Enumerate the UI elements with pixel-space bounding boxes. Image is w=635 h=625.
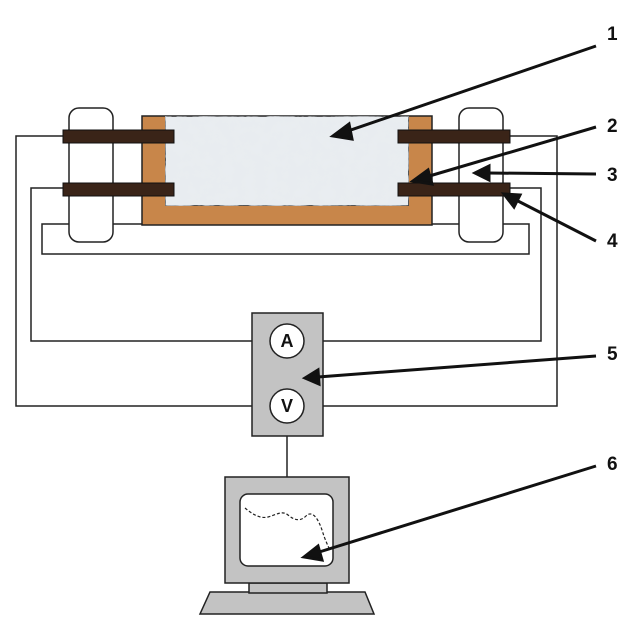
electrode-left-bottom bbox=[62, 182, 175, 197]
ammeter: A bbox=[269, 323, 305, 359]
computer-stand bbox=[248, 582, 328, 594]
callout-arrowhead-2 bbox=[409, 167, 435, 186]
callout-label-3: 3 bbox=[607, 165, 618, 186]
callout-arrow-3 bbox=[487, 171, 597, 176]
computer bbox=[198, 476, 376, 615]
callout-arrow-6 bbox=[315, 464, 597, 555]
callout-label-6: 6 bbox=[607, 454, 618, 475]
computer-screen bbox=[239, 493, 334, 567]
callout-arrow-2 bbox=[425, 125, 597, 179]
callout-label-1: 1 bbox=[607, 24, 618, 45]
callout-arrowhead-6 bbox=[300, 543, 325, 562]
callout-label-2: 2 bbox=[607, 116, 618, 137]
voltmeter: V bbox=[269, 388, 305, 424]
sample-specimen bbox=[164, 115, 410, 207]
electrode-right-top bbox=[397, 129, 511, 144]
base-plate bbox=[41, 223, 530, 255]
electrode-right-bottom bbox=[397, 182, 511, 197]
callout-arrow-4 bbox=[515, 198, 597, 243]
electrode-left-top bbox=[62, 129, 175, 144]
callout-arrow-5 bbox=[317, 354, 597, 379]
ammeter-dial bbox=[269, 323, 305, 359]
voltmeter-dial bbox=[269, 388, 305, 424]
ammeter-circuit-wire bbox=[30, 187, 542, 342]
ammeter-label: A bbox=[281, 331, 294, 351]
callout-label-5: 5 bbox=[607, 344, 618, 365]
callout-arrows bbox=[300, 44, 597, 562]
voltmeter-label: V bbox=[281, 396, 293, 416]
computer-keyboard-base bbox=[198, 591, 376, 615]
callout-arrowhead-4 bbox=[500, 192, 523, 210]
callout-arrowhead-3 bbox=[471, 163, 491, 183]
callout-arrowhead-5 bbox=[301, 367, 321, 387]
callout-arrow-1 bbox=[344, 44, 597, 134]
screen-signal-trace bbox=[244, 507, 331, 551]
callout-arrowhead-1 bbox=[329, 121, 354, 141]
callout-label-4: 4 bbox=[607, 231, 618, 252]
left-support-post bbox=[68, 107, 114, 243]
voltmeter-circuit-wire bbox=[15, 135, 558, 407]
